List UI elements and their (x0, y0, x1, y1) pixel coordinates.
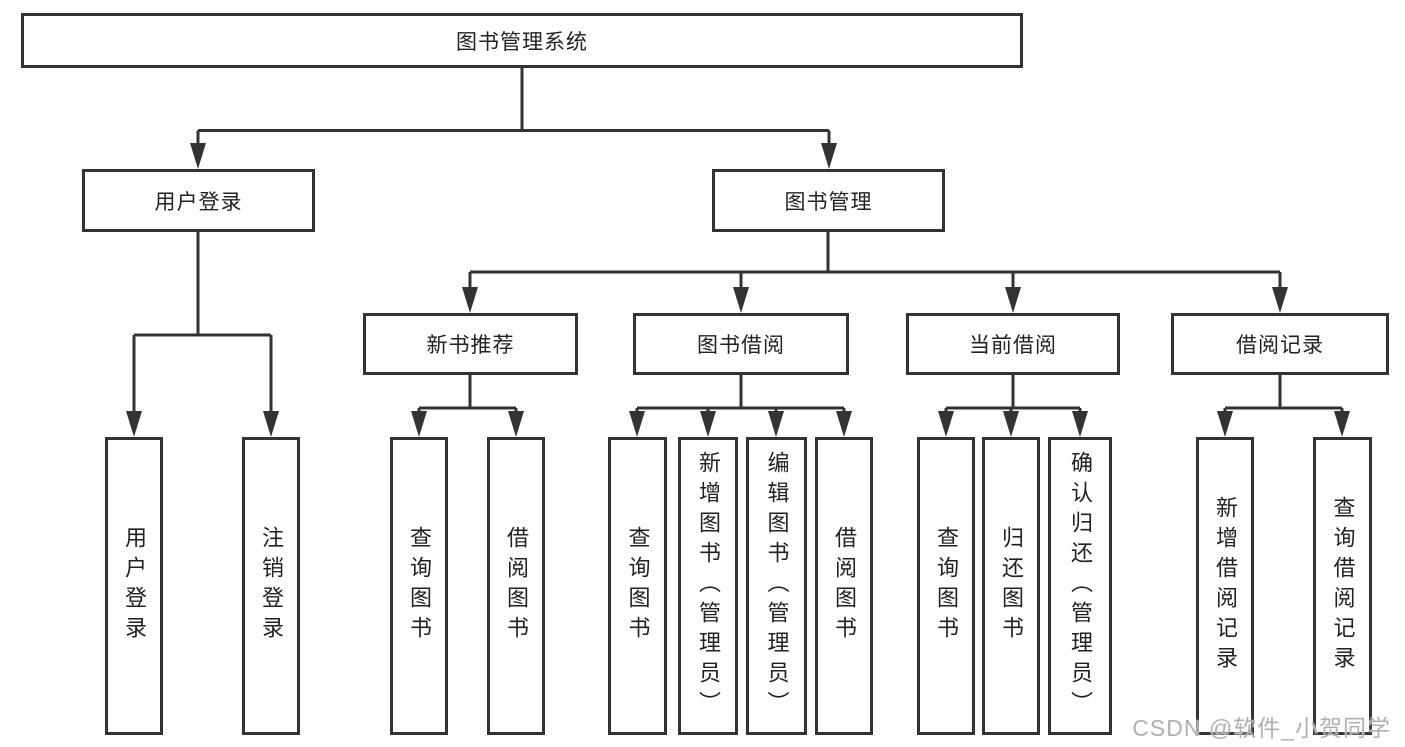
leaf-add-books-admin: 新增图书（管理员） (678, 437, 738, 735)
node-user-login: 用户登录 (82, 169, 315, 232)
node-book-management: 图书管理 (712, 169, 945, 232)
leaf-query-borrow-record: 查询借阅记录 (1313, 437, 1372, 735)
leaf-query-books-2: 查询图书 (608, 437, 667, 735)
node-new-book-recommend: 新书推荐 (363, 313, 578, 375)
node-book-borrow: 图书借阅 (633, 313, 849, 375)
leaf-query-books-1: 查询图书 (390, 437, 448, 735)
node-borrow-records: 借阅记录 (1171, 313, 1389, 375)
leaf-borrow-books-2: 借阅图书 (815, 437, 873, 735)
node-root: 图书管理系统 (21, 13, 1023, 68)
leaf-return-books: 归还图书 (982, 437, 1040, 735)
leaf-add-borrow-record: 新增借阅记录 (1196, 437, 1254, 735)
leaf-user-login: 用户登录 (105, 437, 163, 735)
node-current-borrow: 当前借阅 (906, 313, 1120, 375)
arrowheads (126, 143, 1350, 437)
leaf-borrow-books-1: 借阅图书 (487, 437, 545, 735)
leaf-edit-books-admin: 编辑图书（管理员） (746, 437, 807, 735)
leaf-query-books-3: 查询图书 (917, 437, 975, 735)
csdn-watermark: CSDN @软件_小贺同学 (1132, 715, 1391, 741)
leaf-logout: 注销登录 (242, 437, 300, 735)
leaf-confirm-return-admin: 确认归还（管理员） (1048, 437, 1112, 735)
